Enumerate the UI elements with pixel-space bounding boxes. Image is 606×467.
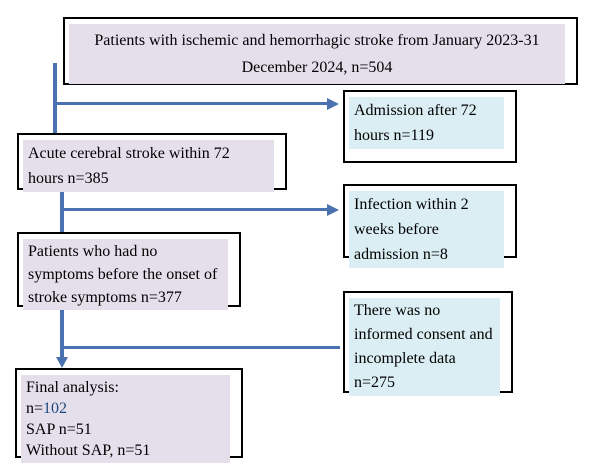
flow-box-no-symptoms-text: Patients who had no symptoms before the …: [23, 239, 228, 310]
flow-box-excluded-admission: Admission after 72 hours n=119: [343, 90, 517, 163]
flow-box-acute-stroke-text: Acute cerebral stroke within 72 hours n=…: [23, 140, 274, 192]
flow-box-population-text: Patients with ischemic and hemorrhagic s…: [69, 24, 565, 84]
flow-box-final-analysis: Final analysis: n=102 SAP n=51 Without S…: [15, 368, 243, 463]
arrowhead-right-icon: [327, 98, 339, 110]
flow-box-excluded-consent-text: There was no informed consent and incomp…: [349, 298, 500, 396]
final-analysis-n: n=102: [26, 398, 225, 419]
final-analysis-n-prefix: n=: [26, 400, 44, 417]
flow-box-acute-stroke: Acute cerebral stroke within 72 hours n=…: [17, 133, 287, 192]
flow-box-excluded-consent: There was no informed consent and incomp…: [343, 291, 513, 396]
connector-horizontal-admission: [53, 102, 327, 105]
connector-horizontal-infection: [60, 208, 327, 211]
arrowhead-right-icon: [327, 204, 339, 216]
flow-box-excluded-admission-text: Admission after 72 hours n=119: [349, 97, 504, 149]
arrowhead-down-icon: [56, 357, 68, 368]
final-analysis-without-sap: Without SAP, n=51: [26, 442, 151, 459]
final-analysis-sap: SAP n=51: [26, 421, 92, 438]
flow-box-excluded-infection-text: Infection within 2 weeks before admissio…: [349, 191, 504, 268]
connector-vertical-1: [53, 63, 57, 133]
connector-vertical-3: [60, 307, 64, 359]
final-analysis-title: Final analysis:: [26, 379, 119, 396]
flow-box-no-symptoms: Patients who had no symptoms before the …: [17, 232, 241, 310]
flow-box-population: Patients with ischemic and hemorrhagic s…: [63, 17, 578, 85]
flow-box-excluded-infection: Infection within 2 weeks before admissio…: [343, 184, 517, 268]
flow-box-final-analysis-text: Final analysis: n=102 SAP n=51 Without S…: [21, 375, 230, 463]
connector-vertical-2: [60, 190, 64, 233]
connector-horizontal-consent: [60, 346, 340, 349]
final-analysis-n-value: 102: [43, 400, 68, 417]
